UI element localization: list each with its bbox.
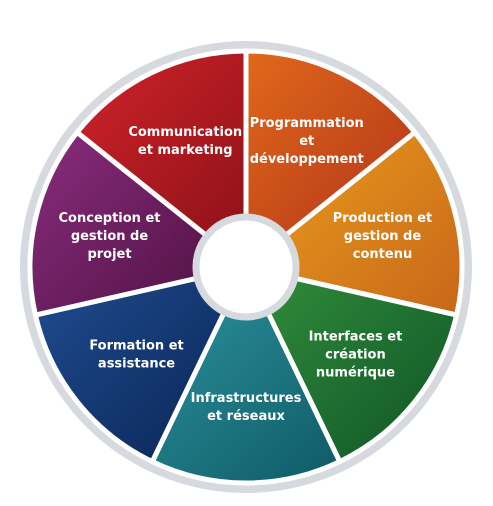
segment-label-line: Communication (128, 125, 242, 140)
segment-label-line: Production et (333, 211, 433, 226)
segment-label-production: Production et gestion de contenu (333, 211, 433, 262)
segment-label-line: contenu (353, 247, 412, 262)
segment-label-line: création (325, 347, 386, 362)
center-hub (192, 213, 300, 321)
segment-label-line: Interfaces et (309, 329, 403, 344)
segment-label-conception: Conception et gestion de projet (59, 211, 161, 262)
segment-label-line: assistance (98, 356, 175, 371)
segment-label-line: Conception et (59, 211, 161, 226)
segment-label-communication: Communication et marketing (128, 125, 242, 158)
segment-label-line: Infrastructures (191, 391, 302, 406)
segment-label-line: projet (87, 247, 131, 262)
segment-label-line: gestion de (344, 229, 422, 244)
segment-label-programmation: Programmation et développement (250, 116, 364, 167)
segment-label-line: développement (250, 152, 364, 167)
segment-label-line: Programmation (250, 116, 364, 131)
segment-label-line: gestion de (71, 229, 149, 244)
segment-label-line: et réseaux (207, 409, 285, 424)
segment-label-interfaces: Interfaces et création numérique (309, 329, 403, 380)
segment-label-formation: Formation et assistance (89, 338, 183, 371)
segment-label-line: Formation et (89, 338, 183, 353)
wheel-segments (27, 48, 465, 486)
segment-label-line: et (299, 134, 314, 149)
segment-label-line: et marketing (138, 143, 233, 158)
segment-label-infrastructures: Infrastructures et réseaux (191, 391, 302, 424)
segment-label-line: numérique (316, 365, 395, 380)
